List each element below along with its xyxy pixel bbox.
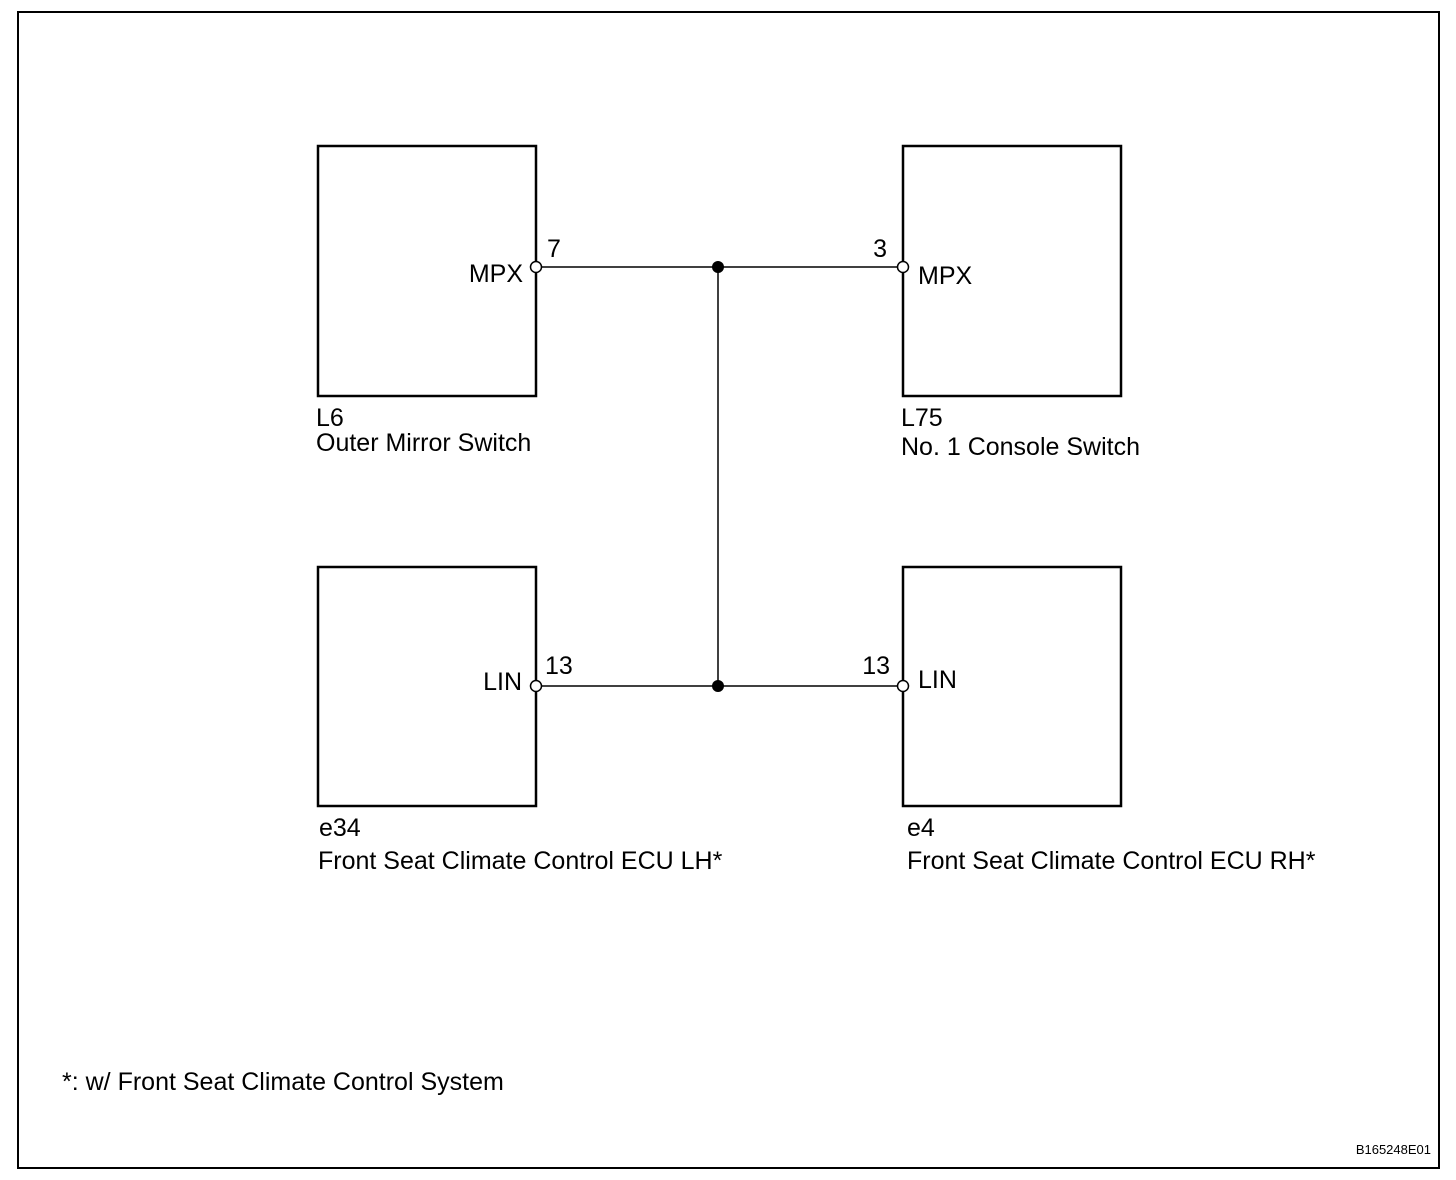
pin-name-e34: LIN: [483, 668, 522, 696]
figure-code: B165248E01: [1356, 1142, 1431, 1157]
pin-name-l6: MPX: [469, 260, 524, 288]
terminal-l75-3: [896, 260, 910, 274]
junction-dot-bottom: [712, 680, 724, 692]
component-id-e4: e4: [907, 814, 935, 842]
component-id-l6: L6: [316, 404, 344, 432]
pin-number-l6: 7: [547, 235, 561, 263]
terminal-e34-13: [529, 679, 543, 693]
component-name-l6: Outer Mirror Switch: [316, 429, 531, 457]
component-name-l75: No. 1 Console Switch: [901, 433, 1140, 461]
pin-number-e4: 13: [862, 652, 890, 680]
footnote: *: w/ Front Seat Climate Control System: [62, 1068, 504, 1096]
component-id-l75: L75: [901, 404, 943, 432]
pin-number-e34: 13: [545, 652, 573, 680]
terminal-l6-7: [529, 260, 543, 274]
component-name-e34: Front Seat Climate Control ECU LH*: [318, 847, 723, 875]
pin-number-l75: 3: [873, 235, 887, 263]
component-name-e4: Front Seat Climate Control ECU RH*: [907, 847, 1316, 875]
pin-name-l75: MPX: [918, 262, 973, 290]
diagram-frame: [17, 11, 1440, 1169]
pin-name-e4: LIN: [918, 666, 957, 694]
junction-dot-top: [712, 261, 724, 273]
component-id-e34: e34: [319, 814, 361, 842]
terminal-e4-13: [896, 679, 910, 693]
